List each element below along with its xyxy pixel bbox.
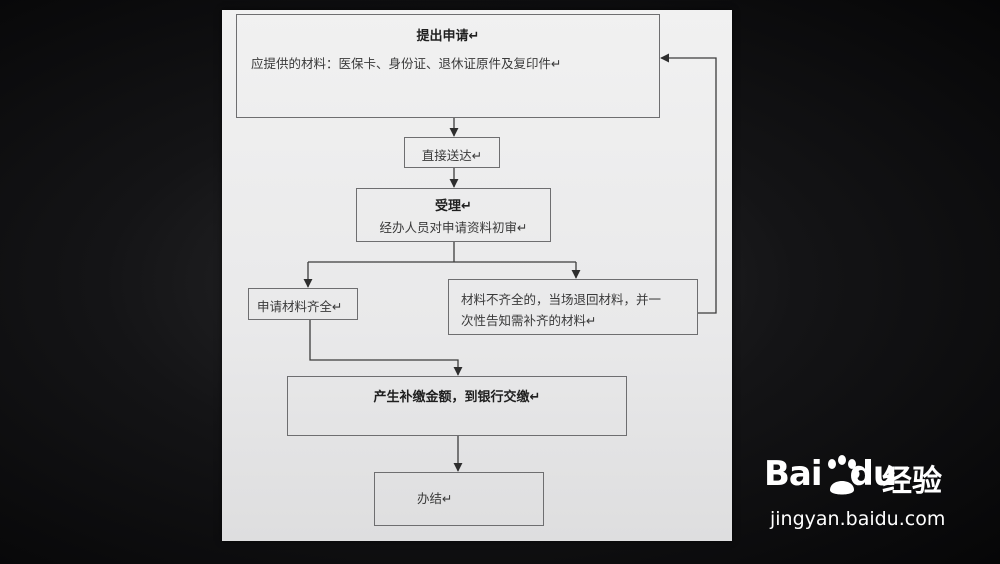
node-incomplete: 材料不齐全的，当场退回材料，并一 次性告知需补齐的材料↵ — [448, 279, 698, 335]
node-complete-label: 申请材料齐全↵ — [257, 299, 343, 314]
node-deliver: 直接送达↵ — [404, 137, 500, 168]
paw-icon — [828, 455, 860, 495]
node-apply-title: 提出申请↵ — [416, 29, 480, 44]
jingyan-label: 经验 — [882, 464, 942, 499]
node-pay-label: 产生补缴金额，到银行交缴↵ — [373, 390, 541, 405]
node-done-label: 办结↵ — [417, 491, 453, 506]
node-accept: 受理↵ 经办人员对申请资料初审↵ — [356, 188, 551, 242]
jingyan-url: jingyan.baidu.com — [770, 508, 946, 530]
node-incomplete-line1: 材料不齐全的，当场退回材料，并一 — [461, 292, 662, 307]
node-apply-detail: 应提供的材料：医保卡、身份证、退休证原件及复印件↵ — [251, 56, 562, 71]
node-accept-title: 受理↵ — [435, 199, 472, 214]
node-incomplete-line2: 次性告知需补齐的材料↵ — [461, 313, 597, 328]
node-deliver-label: 直接送达↵ — [421, 148, 483, 163]
node-pay: 产生补缴金额，到银行交缴↵ — [287, 376, 627, 436]
flowchart-page — [222, 10, 732, 541]
arrow-incomplete-return — [660, 53, 717, 314]
baidu-logo-bai: Bai — [764, 454, 823, 494]
node-complete: 申请材料齐全↵ — [248, 288, 358, 320]
node-accept-detail: 经办人员对申请资料初审↵ — [379, 220, 528, 235]
arrow-complete-to-pay — [309, 320, 463, 376]
node-apply: 提出申请↵ 应提供的材料：医保卡、身份证、退休证原件及复印件↵ — [236, 14, 660, 118]
node-done: 办结↵ — [374, 472, 544, 526]
